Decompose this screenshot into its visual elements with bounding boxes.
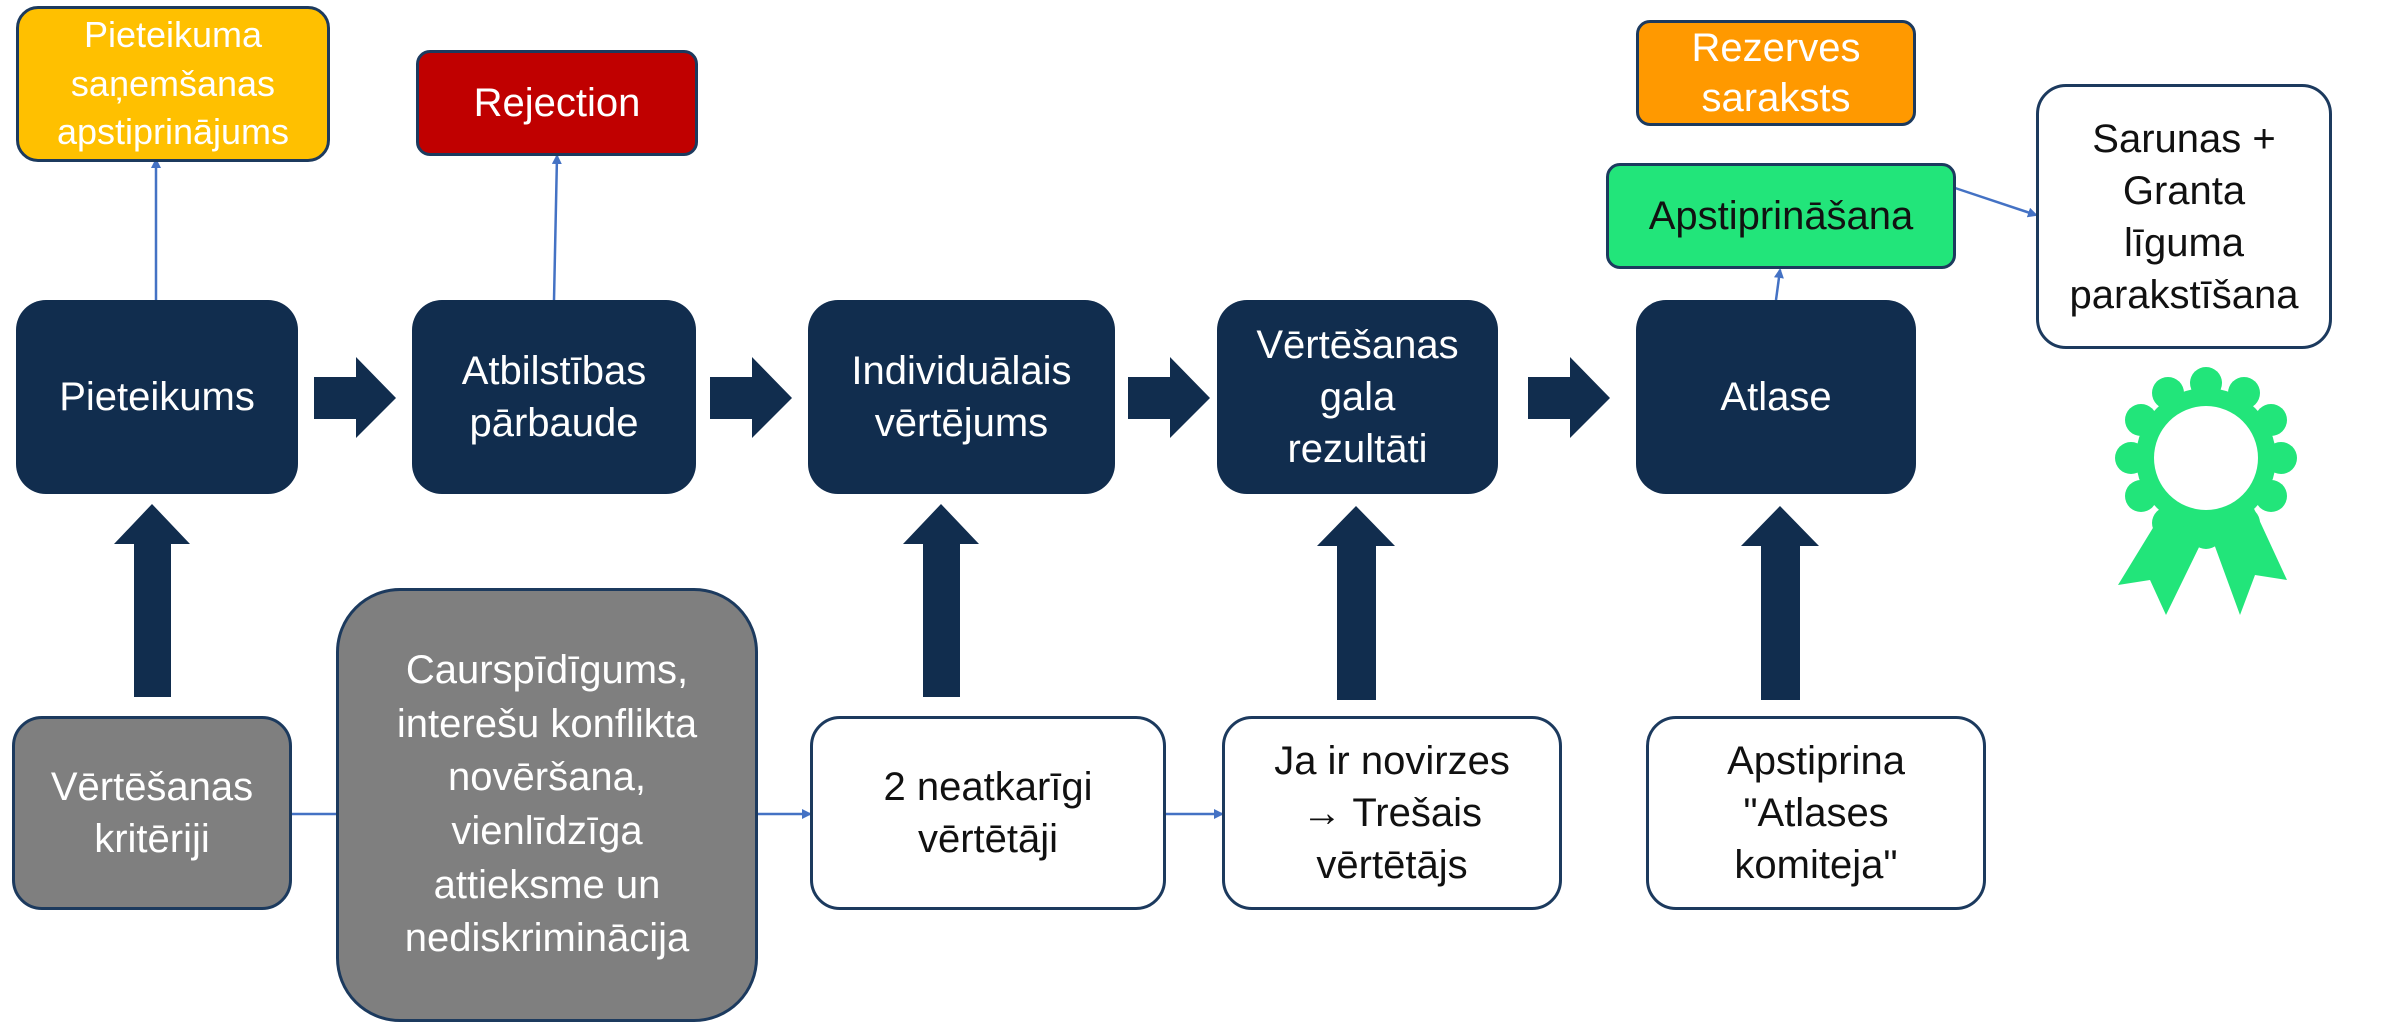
input-arrow-komiteja — [1741, 506, 1819, 700]
apstiprinasana-label: Apstiprināšana — [1648, 194, 1914, 238]
komiteja-box: Apstiprina "Atlases komiteja" — [1646, 716, 1986, 910]
input-arrow-vertetaji — [903, 504, 979, 697]
connector-apstiprinasana-to-sarunas — [1954, 186, 2038, 218]
input-arrow-novirzes — [1317, 506, 1395, 700]
flow-arrow-4 — [1528, 357, 1610, 438]
flow-arrow-2 — [710, 357, 792, 438]
step-individualais: Individuālais vērtējums — [808, 300, 1115, 494]
step-atbilstibas-label: Atbilstības pārbaude — [461, 349, 647, 445]
apstiprinajums-label: Pieteikuma saņemšanas apstiprinājums — [56, 14, 290, 153]
vertetaji-box: 2 neatkarīgi vērtētāji — [810, 716, 1166, 910]
sarunas-label: Sarunas + Granta līguma parakstīšana — [2069, 116, 2299, 317]
kriteriji-box: Vērtēšanas kritēriji — [12, 716, 292, 910]
step-individualais-label: Individuālais vērtējums — [851, 349, 1072, 445]
apstiprinajums-box: Pieteikuma saņemšanas apstiprinājums — [16, 6, 330, 162]
sarunas-box: Sarunas + Granta līguma parakstīšana — [2036, 84, 2332, 349]
connector-atbilstibas-to-rejection — [551, 154, 562, 301]
novirzes-box: Ja ir novirzes → Trešais vērtētājs — [1222, 716, 1562, 910]
rejection-box: Rejection — [416, 50, 698, 156]
flow-arrow-1 — [314, 357, 396, 438]
principi-label: Caurspīdīgums, interešu konflikta novērš… — [396, 648, 698, 961]
award-ribbon-icon — [2115, 367, 2297, 615]
komiteja-label: Apstiprina "Atlases komiteja" — [1727, 739, 1905, 887]
input-arrow-kriteriji — [114, 504, 190, 697]
vertetaji-label: 2 neatkarīgi vērtētāji — [883, 765, 1093, 861]
flow-arrow-3 — [1128, 357, 1210, 438]
rejection-label: Rejection — [473, 81, 641, 125]
step-atbilstibas: Atbilstības pārbaude — [412, 300, 696, 494]
step-atlase: Atlase — [1636, 300, 1916, 494]
kriteriji-label: Vērtēšanas kritēriji — [50, 765, 254, 861]
rezerves-box: Rezerves saraksts — [1636, 20, 1916, 126]
step-gala-rezultati: Vērtēšanas gala rezultāti — [1217, 300, 1498, 494]
novirzes-label: Ja ir novirzes → Trešais vērtētājs — [1274, 739, 1510, 887]
connector-atlase-to-apstiprinasana — [1773, 268, 1784, 301]
rezerves-label: Rezerves saraksts — [1691, 26, 1861, 120]
step-pieteikums: Pieteikums — [16, 300, 298, 494]
apstiprinasana-box: Apstiprināšana — [1606, 163, 1956, 269]
step-atlase-label: Atlase — [1720, 375, 1832, 419]
step-pieteikums-label: Pieteikums — [59, 375, 255, 419]
step-gala-rezultati-label: Vērtēšanas gala rezultāti — [1256, 323, 1459, 471]
principi-box: Caurspīdīgums, interešu konflikta novērš… — [336, 588, 758, 1022]
